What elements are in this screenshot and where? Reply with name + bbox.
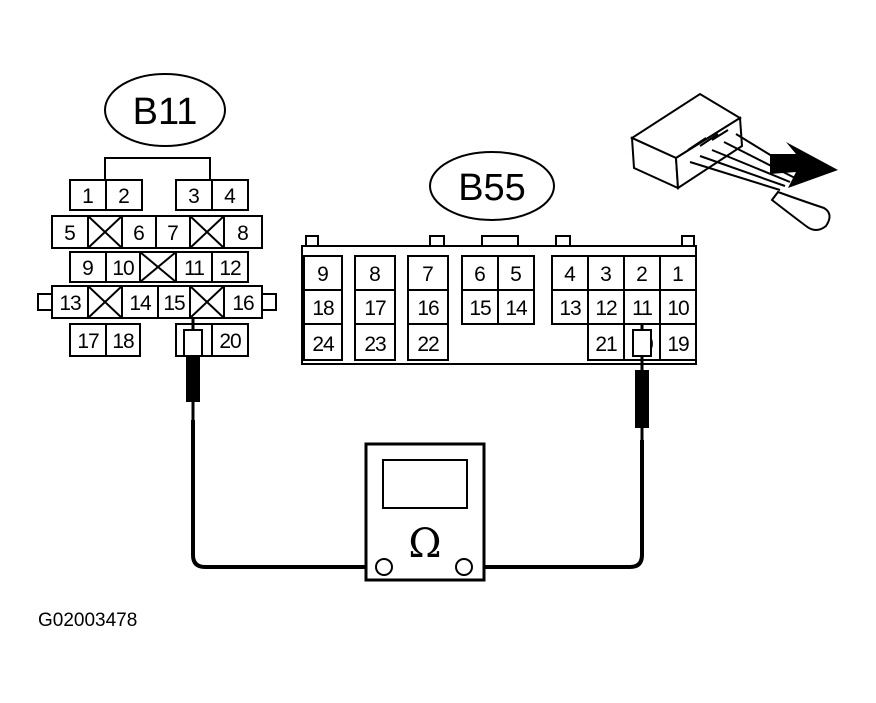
b11-pin: 18 [112,330,134,353]
probe-left [183,318,203,420]
b11-pin: 6 [133,222,145,245]
b55-pin: 9 [317,263,329,286]
b11-pin: 4 [224,185,236,208]
b11-pin: 15 [163,292,185,315]
b55-pin: 24 [312,333,335,356]
b55-pin: 4 [564,263,576,286]
b11-pin-labels: 1 2 3 4 5 6 7 8 9 10 11 12 13 14 15 16 1… [59,185,255,353]
b11-pin: 12 [219,257,241,280]
b11-pin: 16 [232,292,254,315]
b55-pin: 22 [417,333,439,356]
connector-b55 [301,151,697,365]
b55-pin: 8 [369,263,381,286]
b11-pin: 8 [237,222,249,245]
b11-pin: 2 [118,185,130,208]
b11-pin: 1 [82,185,94,208]
b11-pin: 9 [82,257,94,280]
b11-pin: 5 [64,222,76,245]
b55-pin: 5 [510,263,522,286]
b55-pin: 3 [600,263,612,286]
ohmmeter-terminal-left [375,558,393,576]
b55-pin: 21 [595,333,617,356]
b55-pin: 15 [469,297,491,320]
b55-pin: 23 [364,333,386,356]
b55-pin: 11 [632,297,652,320]
ohmmeter-icon [364,442,486,582]
b55-pin: 18 [312,297,334,320]
b55-pin: 14 [505,297,528,320]
b11-pin: 17 [77,330,99,353]
b11-latch [104,157,211,180]
ohm-symbol: Ω [408,521,441,567]
b11-pin: 10 [112,257,134,280]
b11-pin: 14 [129,292,152,315]
b55-pin: 6 [474,263,486,286]
b55-pin-labels: 1 2 3 4 5 6 7 8 9 10 11 12 13 14 15 16 1… [312,263,690,356]
b55-pin: 1 [672,263,684,286]
lead-wire-left [191,420,375,569]
ohmmeter-display [382,459,468,509]
b11-pin: 20 [219,330,241,353]
connector-b55-label-ellipse [429,151,555,221]
arrow-icon [770,142,838,188]
b11-pin: 3 [188,185,200,208]
connector-b11-label: B11 [133,91,198,133]
ohmmeter-terminal-right [455,558,473,576]
b55-pin: 19 [667,333,689,356]
connector-b55-label: B55 [458,167,526,209]
connector-b11 [37,73,277,357]
b55-pin: 12 [595,297,617,320]
b55-pin: 17 [364,297,386,320]
lead-wire-right [472,440,644,569]
b55-pin: 2 [636,263,648,286]
b55-pin: 10 [667,297,689,320]
b55-pin: 7 [422,263,434,286]
figure-id: G02003478 [38,610,137,631]
b11-pin: 7 [167,222,179,245]
b11-pin: 13 [59,292,81,315]
probe-right [632,324,652,440]
b55-pin: 13 [559,297,581,320]
b11-pin: 11 [184,257,204,280]
connector-b11-label-ellipse [104,73,226,147]
b55-pin: 16 [417,297,439,320]
